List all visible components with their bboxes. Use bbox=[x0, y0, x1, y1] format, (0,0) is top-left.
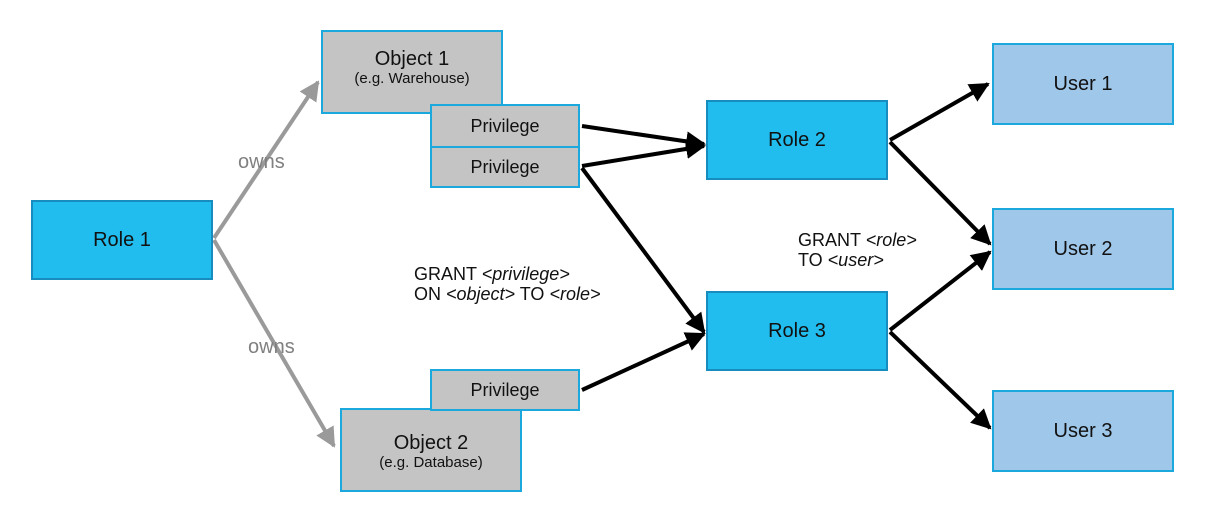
object1-node: Object 1 (e.g. Warehouse) bbox=[321, 30, 503, 114]
role2-node: Role 2 bbox=[706, 100, 888, 180]
owns-label-bottom: owns bbox=[248, 336, 295, 358]
role3-node: Role 3 bbox=[706, 291, 888, 371]
user1-label: User 1 bbox=[1053, 72, 1113, 95]
owns-arrow-object1 bbox=[212, 80, 320, 240]
object2-subtitle: (e.g. Database) bbox=[379, 454, 483, 471]
role2-label: Role 2 bbox=[768, 128, 826, 151]
user3-node: User 3 bbox=[992, 390, 1174, 472]
object2-title: Object 2 bbox=[393, 432, 469, 454]
object1-subtitle: (e.g. Warehouse) bbox=[354, 70, 470, 87]
privilege1-label: Privilege bbox=[470, 115, 540, 136]
grant-arrow-role3-user2 bbox=[888, 250, 992, 332]
object1-title: Object 1 bbox=[374, 48, 450, 70]
user2-label: User 2 bbox=[1053, 237, 1113, 260]
owns-label-top: owns bbox=[238, 151, 285, 173]
user2-node: User 2 bbox=[992, 208, 1174, 290]
role3-label: Role 3 bbox=[768, 319, 826, 342]
grant-arrow-p1-role2 bbox=[581, 124, 706, 152]
user1-node: User 1 bbox=[992, 43, 1174, 125]
grant-arrow-role2-user2 bbox=[888, 140, 992, 246]
grant-privilege-line1: GRANT <privilege> bbox=[414, 264, 570, 284]
privilege1-node: Privilege bbox=[430, 104, 580, 148]
grant-role-line2: TO <user> bbox=[798, 250, 884, 270]
privilege2-node: Privilege bbox=[430, 146, 580, 188]
grant-role-line1: GRANT <role> bbox=[798, 230, 917, 250]
privilege3-label: Privilege bbox=[470, 379, 540, 400]
grant-privilege-line2: ON <object> TO <role> bbox=[414, 284, 601, 304]
owns-arrow-object2 bbox=[212, 238, 336, 448]
grant-privilege-annotation: GRANT <privilege> ON <object> TO <role> bbox=[414, 264, 600, 304]
privilege2-label: Privilege bbox=[470, 156, 540, 177]
role1-node: Role 1 bbox=[31, 200, 213, 280]
grant-arrow-p2-role2 bbox=[581, 139, 706, 168]
grant-role-annotation: GRANT <role> TO <user> bbox=[798, 230, 917, 270]
privilege3-node: Privilege bbox=[430, 369, 580, 411]
role1-label: Role 1 bbox=[93, 228, 151, 251]
grant-arrow-role2-user1 bbox=[889, 82, 990, 142]
user3-label: User 3 bbox=[1053, 419, 1113, 442]
grant-arrow-role3-user3 bbox=[888, 330, 992, 430]
grant-arrow-p3-role3 bbox=[581, 332, 706, 392]
object2-node: Object 2 (e.g. Database) bbox=[340, 408, 522, 492]
grant-arrow-p2-role3 bbox=[580, 166, 706, 334]
